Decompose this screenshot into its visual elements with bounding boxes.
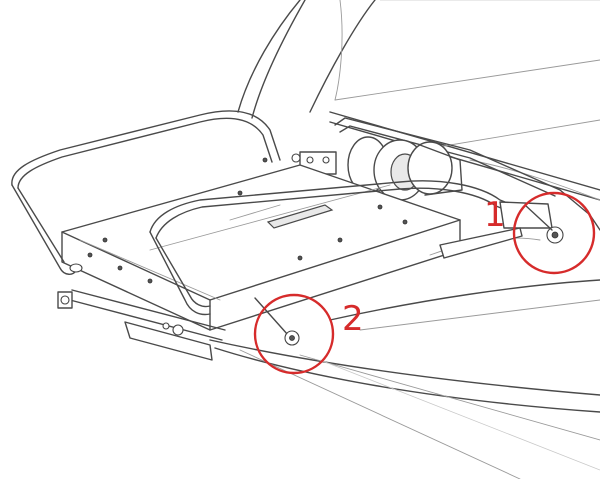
callout-label-1: 1	[484, 195, 506, 235]
fastener-2	[254, 297, 300, 346]
callout-label-2: 2	[342, 299, 364, 339]
highlight-circle-1	[512, 191, 596, 275]
guard-rail-left	[11, 110, 281, 275]
highlight-circle-2	[253, 293, 335, 375]
frame-brackets	[57, 201, 553, 336]
fastener-1	[524, 204, 564, 244]
guard-rail-front	[69, 180, 531, 361]
